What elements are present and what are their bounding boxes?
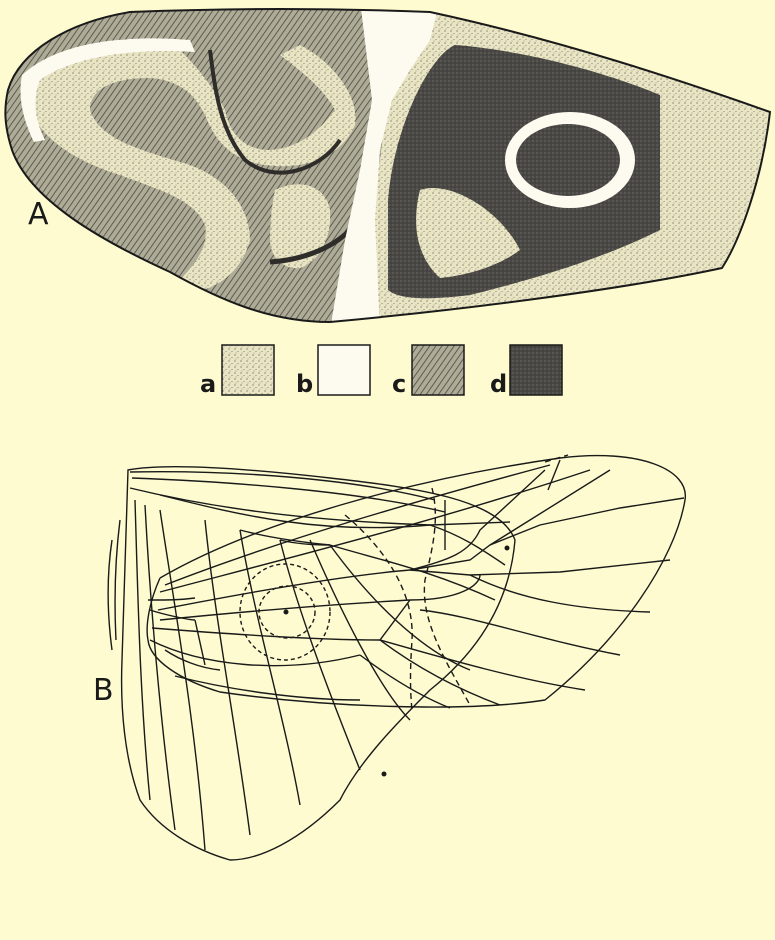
wing-a-eyespot-core — [516, 124, 620, 196]
legend-label-c: c — [392, 370, 406, 398]
hindwing-anal-fold — [115, 520, 120, 640]
legend-label-b: b — [296, 370, 313, 398]
legend-swatch-d — [510, 345, 562, 395]
legend-swatch-a — [222, 345, 274, 395]
legend-label-d: d — [490, 370, 507, 398]
discal-dot-forewing — [505, 546, 510, 551]
pattern-legend: a b c d — [200, 345, 562, 398]
legend-swatch-c — [412, 345, 464, 395]
legend-item-a: a — [200, 345, 274, 398]
wing-a-costal-patch-2 — [230, 0, 275, 32]
forewing-dashed-lines — [345, 455, 568, 710]
legend-item-b: b — [296, 345, 370, 398]
legend-label-a: a — [200, 370, 216, 398]
orbicular-dot — [284, 610, 289, 615]
wing-a-pattern — [0, 0, 775, 340]
wing-b — [108, 455, 685, 860]
forewing-veins — [148, 460, 684, 708]
legend-item-d: d — [490, 345, 562, 398]
wing-a: A — [0, 0, 775, 340]
discal-dot-hindwing — [382, 772, 387, 777]
hindwing-anal-fold-2 — [108, 540, 112, 650]
panel-label-a: A — [28, 197, 49, 232]
legend-item-c: c — [392, 345, 464, 398]
legend-swatch-b — [318, 345, 370, 395]
forewing-outline — [148, 456, 685, 707]
panel-label-b: B — [93, 673, 114, 708]
wing-a-costal-patch — [120, 0, 175, 40]
